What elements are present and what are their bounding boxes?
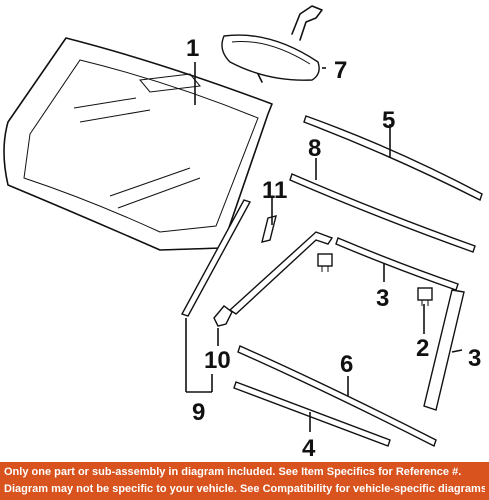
callout-1: 1: [186, 35, 199, 62]
callout-3a: 3: [376, 285, 389, 312]
disclaimer-line-1: Only one part or sub-assembly in diagram…: [4, 466, 462, 478]
molding-6: [237, 345, 437, 447]
callout-10: 10: [204, 347, 231, 374]
callout-7: 7: [334, 57, 347, 84]
callout-4: 4: [302, 435, 316, 462]
molding-5: [303, 115, 483, 201]
callout-3b: 3: [468, 345, 481, 372]
pillar-molding-9: [180, 199, 252, 317]
leader-lines: [185, 62, 463, 432]
callout-8: 8: [308, 135, 321, 162]
windshield-glass: [3, 37, 273, 251]
parts-diagram: 1 7 5 8 11 3 2 3 6 10 9 4: [3, 5, 483, 462]
callout-6: 6: [340, 351, 353, 378]
disclaimer-line-2: Diagram may not be specific to your vehi…: [4, 483, 485, 495]
molding-3-upper: [335, 237, 459, 291]
callout-9: 9: [192, 399, 205, 426]
clip-10: [213, 305, 233, 327]
disclaimer-banner: Only one part or sub-assembly in diagram…: [0, 462, 489, 500]
clip-11: [261, 215, 277, 243]
molding-8: [289, 173, 476, 253]
callout-5: 5: [382, 107, 395, 134]
diagram-canvas: 1 7 5 8 11 3 2 3 6 10 9 4: [3, 5, 483, 462]
callout-11: 11: [262, 177, 287, 204]
callout-2: 2: [416, 335, 429, 362]
clip-2: [317, 253, 433, 306]
molding-4: [233, 381, 391, 447]
rear-view-mirror: [221, 5, 323, 83]
molding-3-side: [228, 231, 465, 411]
